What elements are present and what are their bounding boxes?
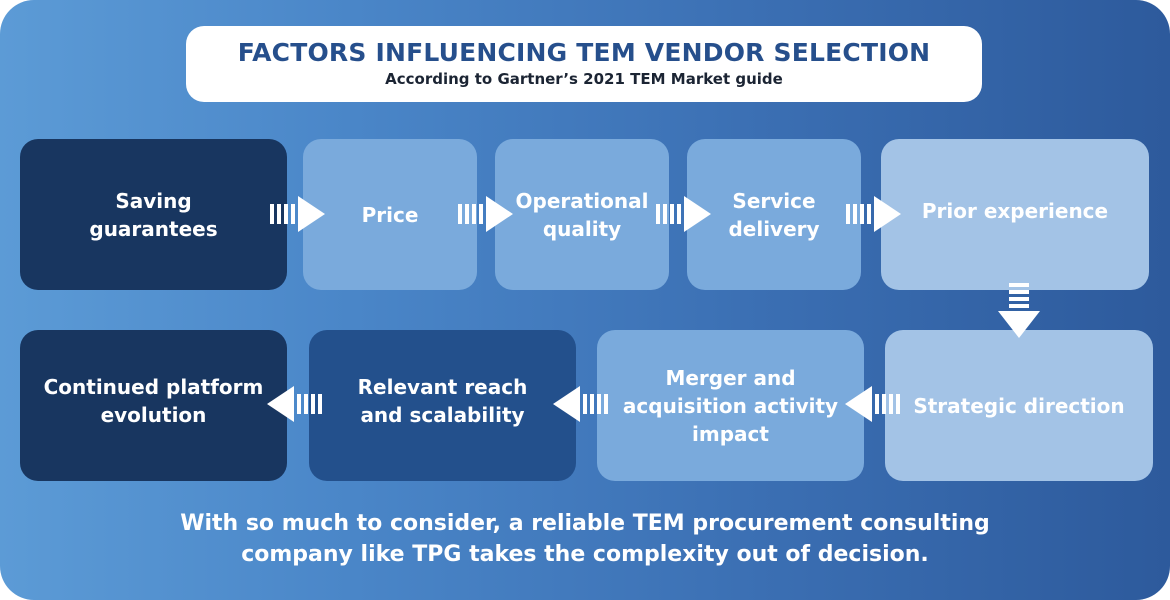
step-service-delivery: Service delivery (687, 139, 861, 290)
step-label: Operational quality (515, 188, 649, 241)
arrow-right-icon (270, 196, 325, 232)
step-price: Price (303, 139, 477, 290)
step-strategic-direction: Strategic direction (885, 330, 1153, 481)
arrow-right-icon (656, 196, 711, 232)
step-label: Price (361, 202, 419, 227)
step-relevant-reach: Relevant reach and scalability (309, 330, 576, 481)
step-label: Merger and acquisition activity impact (622, 365, 839, 446)
step-merger-acquisition: Merger and acquisition activity impact (597, 330, 864, 481)
footer-text: With so much to consider, a reliable TEM… (0, 508, 1170, 570)
arrow-right-icon (846, 196, 901, 232)
step-prior-experience: Prior experience (881, 139, 1149, 290)
step-label: Service delivery (728, 188, 820, 241)
step-label: Prior experience (921, 198, 1109, 223)
step-label: Strategic direction (913, 393, 1125, 418)
page-subtitle: According to Gartner’s 2021 TEM Market g… (385, 70, 783, 88)
step-label: Continued platform evolution (43, 374, 264, 427)
title-box: FACTORS INFLUENCING TEM VENDOR SELECTION… (186, 26, 982, 102)
arrow-right-icon (458, 196, 513, 232)
footer-line: With so much to consider, a reliable TEM… (180, 511, 990, 536)
arrow-left-icon (845, 386, 900, 422)
arrow-left-icon (553, 386, 608, 422)
footer-line: company like TPG takes the complexity ou… (241, 542, 929, 567)
step-label: Relevant reach and scalability (357, 374, 528, 427)
step-operational-quality: Operational quality (495, 139, 669, 290)
step-label: Saving guarantees (89, 188, 218, 241)
arrow-left-icon (267, 386, 322, 422)
arrow-down-icon (998, 283, 1040, 338)
step-saving-guarantees: Saving guarantees (20, 139, 287, 290)
step-continued-platform: Continued platform evolution (20, 330, 287, 481)
page-title: FACTORS INFLUENCING TEM VENDOR SELECTION (237, 38, 931, 67)
